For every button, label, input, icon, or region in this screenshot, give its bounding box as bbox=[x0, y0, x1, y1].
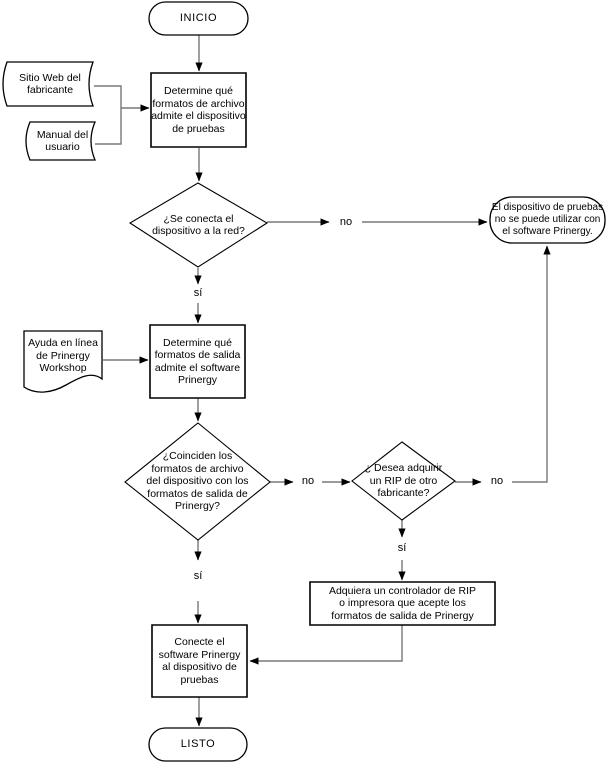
decision-desea-adquirir-shape bbox=[352, 442, 455, 520]
terminator-inicio-shape bbox=[149, 2, 248, 35]
stored-data-sitio-web-shape bbox=[3, 62, 93, 106]
connector-manual-exit bbox=[95, 108, 121, 144]
decision-se-conecta-shape bbox=[130, 183, 267, 267]
process-conecte-shape bbox=[152, 625, 247, 697]
terminator-listo-shape bbox=[149, 728, 247, 761]
edge-label-desea-si: sí bbox=[397, 542, 407, 554]
edge-label-se-conecta-si: sí bbox=[193, 287, 203, 299]
process-determine-archivo-shape bbox=[151, 73, 246, 147]
edge-label-coinciden-no: no bbox=[301, 475, 315, 487]
terminator-no-utilizable-shape bbox=[490, 197, 605, 243]
edge-label-coinciden-si: sí bbox=[193, 570, 203, 582]
edge-label-desea-no: no bbox=[490, 475, 504, 487]
edge-label-se-conecta-no: no bbox=[339, 216, 353, 228]
decision-coinciden-shape bbox=[125, 423, 270, 540]
connector-desea-no-b-to-terminal bbox=[512, 245, 551, 482]
document-ayuda-shape bbox=[24, 331, 102, 392]
connector-sitio-web-exit bbox=[94, 86, 121, 108]
process-adquiera-shape bbox=[310, 582, 495, 625]
connector-adquiera-to-conecte bbox=[249, 625, 402, 665]
process-determine-salida-shape bbox=[150, 325, 245, 398]
stored-data-manual-shape bbox=[26, 122, 95, 160]
